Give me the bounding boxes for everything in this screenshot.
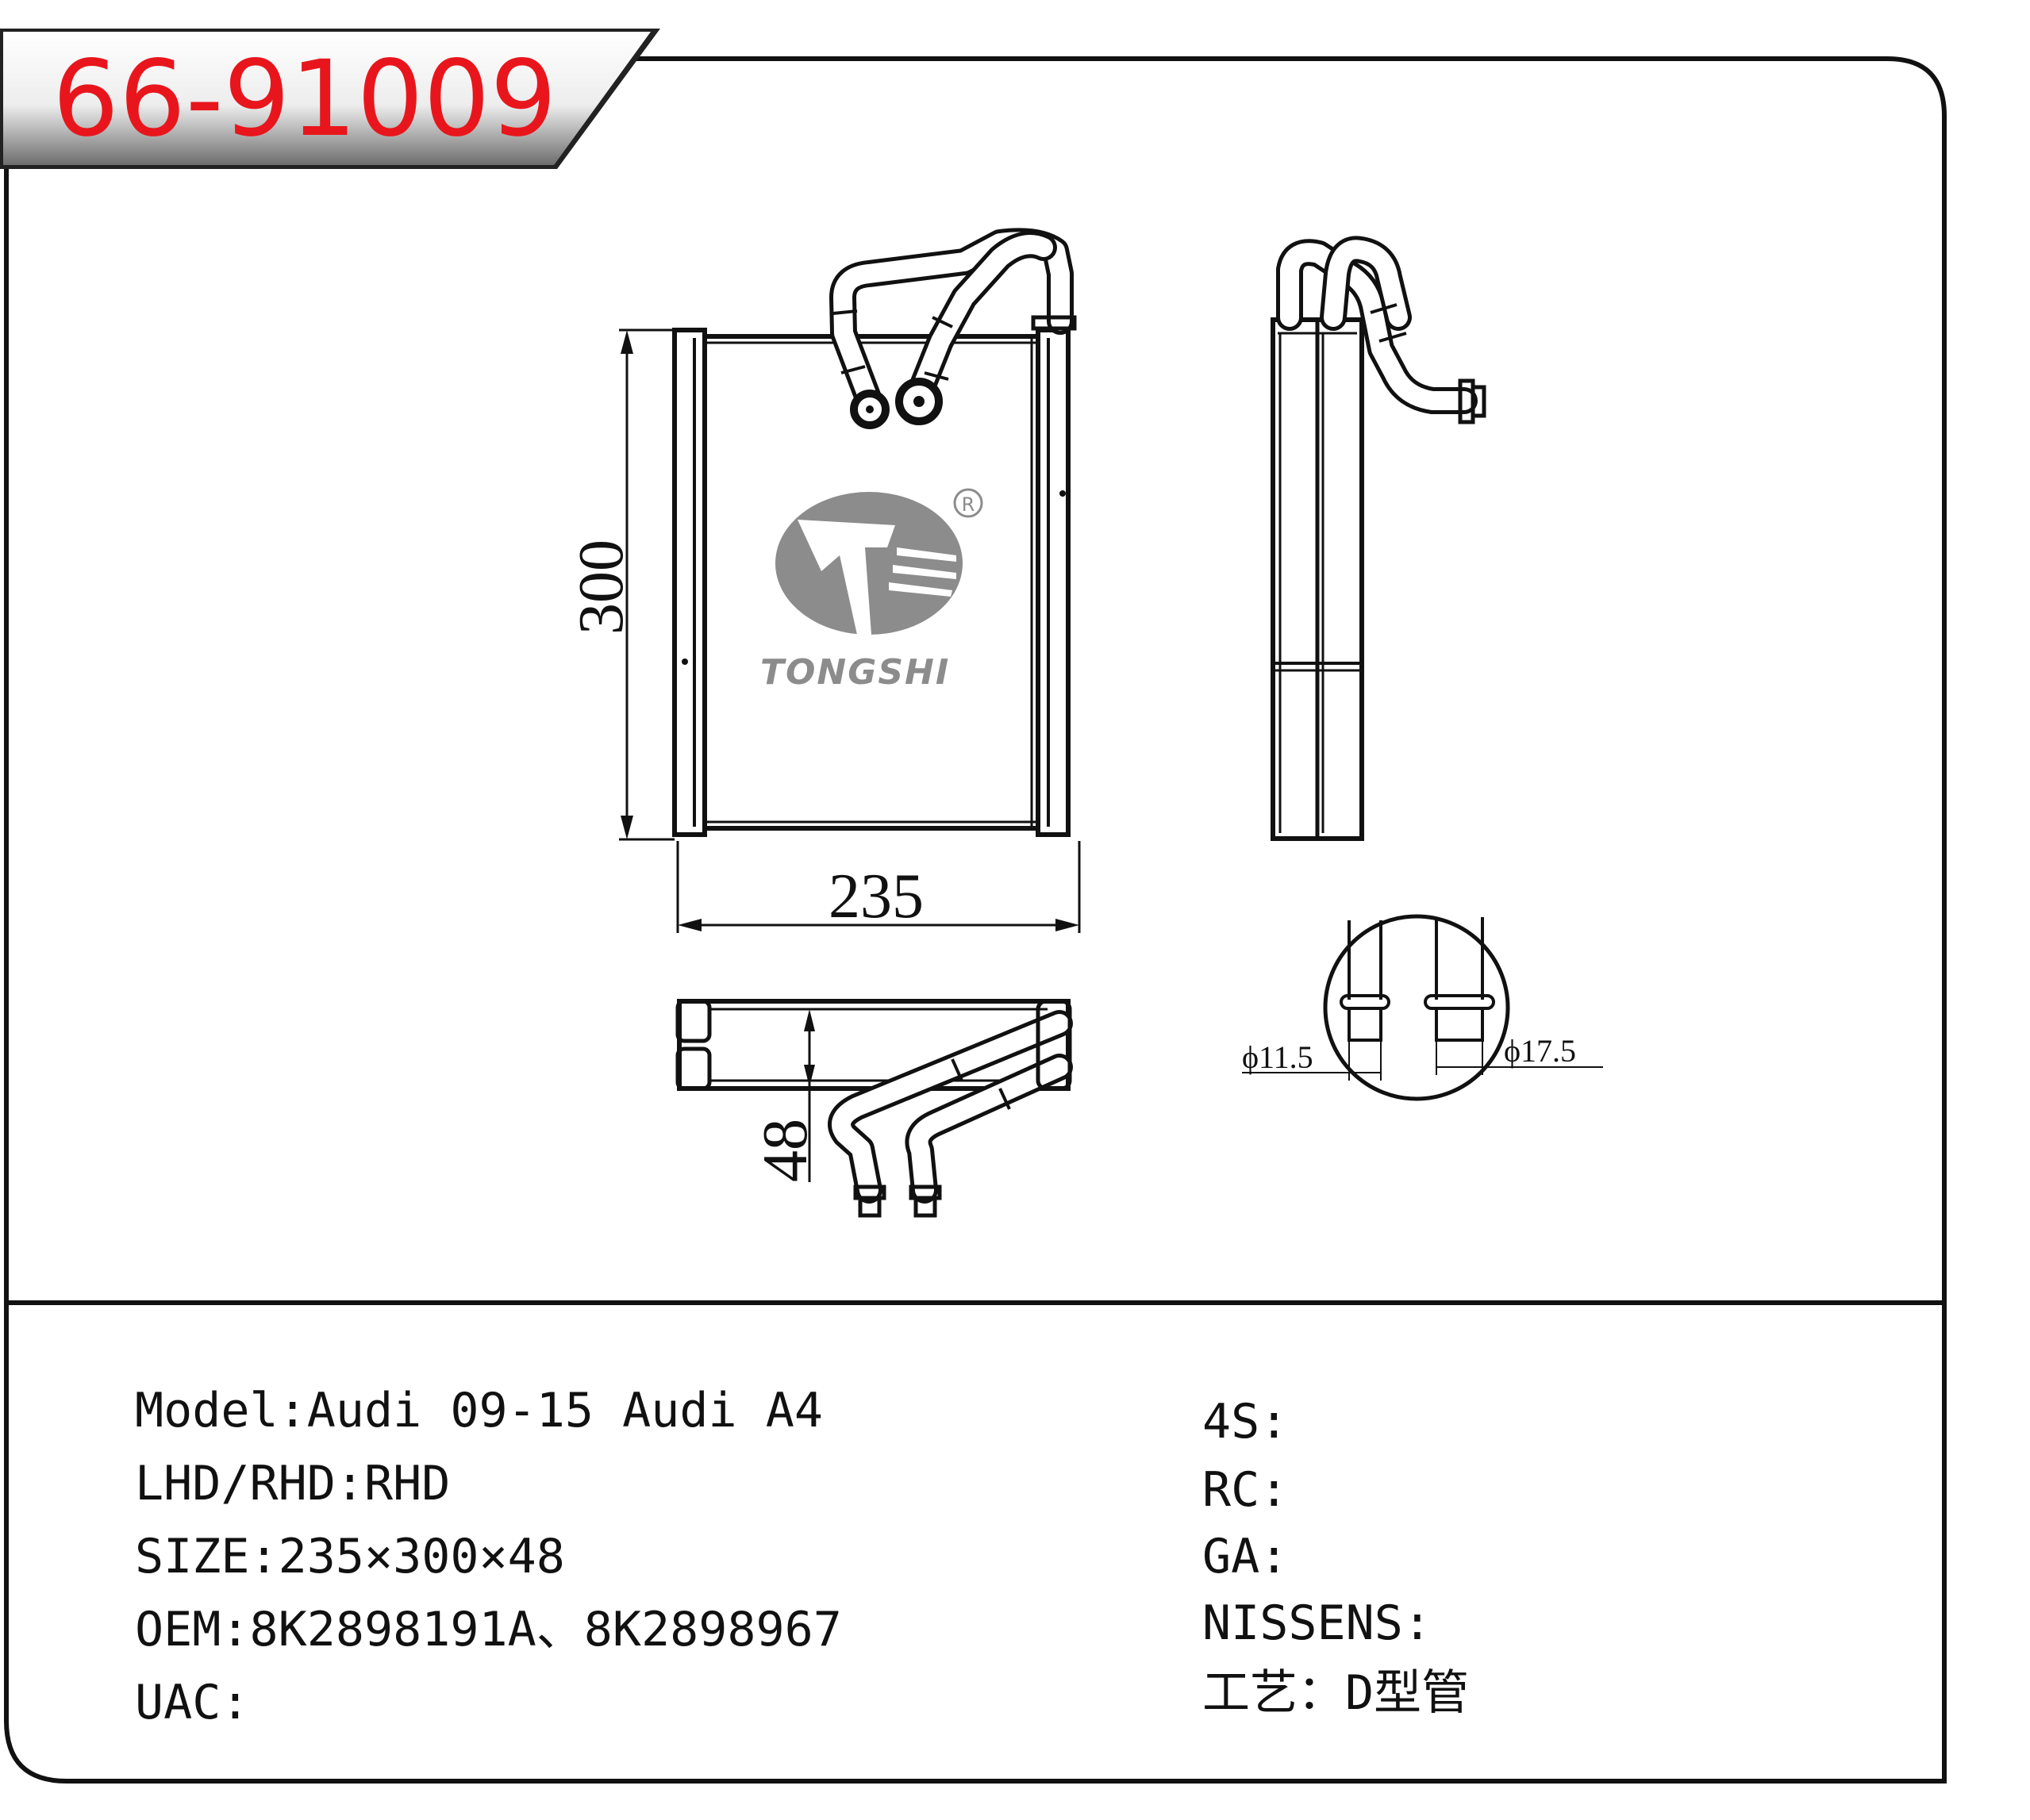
width-dimension: 235: [676, 841, 1081, 933]
spec-uac: UAC:: [135, 1675, 250, 1730]
spec-left-column: Model:Audi 09-15 Audi A4 LHD/RHD:RHD SIZ…: [135, 1383, 842, 1730]
height-value: 300: [567, 539, 636, 635]
registered-mark: R: [962, 493, 975, 516]
spec-process: 工艺：D型管: [1202, 1665, 1469, 1721]
depth-dimension: 48: [751, 1009, 821, 1182]
spec-drive-side: LHD/RHD:RHD: [135, 1456, 450, 1511]
front-view: [672, 228, 1077, 837]
part-number: 66-91009: [52, 38, 557, 160]
spec-ga: GA:: [1202, 1529, 1288, 1584]
spec-model: Model:Audi 09-15 Audi A4: [135, 1383, 823, 1438]
right-tank: [1036, 328, 1071, 837]
front-pipes: [829, 228, 1074, 420]
side-view: [1271, 236, 1486, 841]
core: [702, 334, 1040, 831]
spec-right-column: 4S: RC: GA: NISSENS: 工艺：D型管: [1202, 1394, 1469, 1721]
spec-oem: OEM:8K2898191A、8K2898967: [135, 1602, 842, 1657]
top-view: [675, 999, 1073, 1218]
spec-4s: 4S:: [1202, 1394, 1288, 1449]
pipe-small-diameter: ϕ11.5: [1242, 1039, 1313, 1075]
pipe-large-diameter: ϕ17.5: [1504, 1033, 1576, 1069]
width-value: 235: [829, 862, 924, 931]
spec-rc: RC:: [1202, 1462, 1288, 1518]
tongshi-logo: R TONGSHI: [760, 488, 983, 693]
left-tank: [672, 328, 707, 837]
spec-nissens: NISSENS:: [1202, 1595, 1432, 1651]
part-number-tab: 66-91009: [0, 29, 660, 169]
frame-border: [4, 56, 1947, 1784]
registered-mark-icon: [953, 488, 983, 518]
brand-text: TONGSHI: [760, 652, 950, 693]
depth-value: 48: [751, 1119, 821, 1182]
spec-size: SIZE:235×300×48: [135, 1529, 565, 1584]
detail-view: ϕ11.5 ϕ17.5: [1242, 914, 1603, 1101]
height-dimension: 300: [567, 328, 675, 841]
